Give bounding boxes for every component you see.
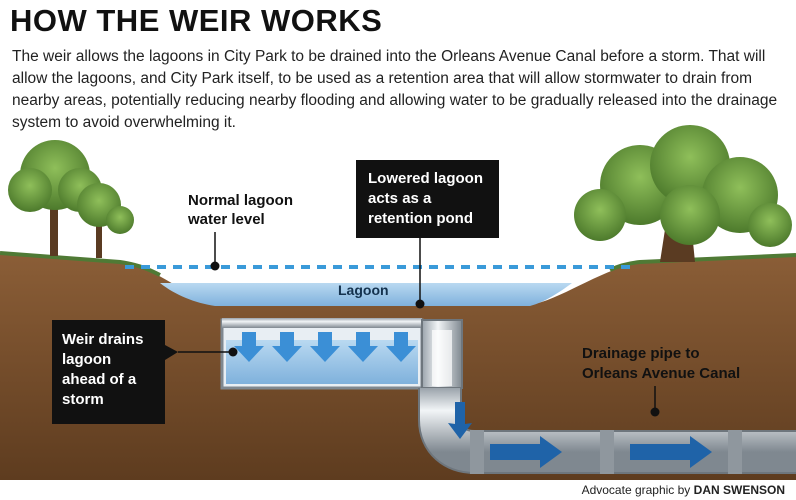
weir-line-4: storm <box>62 391 104 408</box>
normal-level-callout: Normal lagoon water level <box>187 192 297 271</box>
weir-structure <box>220 318 463 390</box>
lowered-lagoon-callout: Lowered lagoon acts as a retention pond <box>356 160 499 309</box>
credit: Advocate graphic by DAN SWENSON <box>582 483 785 497</box>
normal-level-line-2: water level <box>187 211 265 228</box>
page-title: HOW THE WEIR WORKS <box>10 3 383 38</box>
svg-text:Normal lagoon water leve: Normal lagoon water level <box>187 192 297 228</box>
svg-text:Drainage pipe to Orleans: Drainage pipe to Orleans Avenue Canal <box>582 345 740 382</box>
credit-name: DAN SWENSON <box>694 483 785 497</box>
pipe-callout: Drainage pipe to Orleans Avenue Canal <box>582 345 740 417</box>
lagoon-water <box>160 283 572 306</box>
pipe-line-1: Drainage pipe to <box>582 345 700 362</box>
normal-level-line-1: Normal lagoon <box>188 192 293 209</box>
pipe-line-2: Orleans Avenue Canal <box>582 365 740 382</box>
credit-prefix: Advocate graphic by <box>582 483 694 497</box>
weir-callout: Weir drains lagoon ahead of a storm <box>52 320 238 424</box>
lowered-line-2: acts as a <box>368 190 432 207</box>
weir-line-1: Weir drains <box>62 331 143 348</box>
svg-text:Lowered lagoon acts as a: Lowered lagoon acts as a retention pond <box>368 170 487 227</box>
tree-left <box>8 140 134 258</box>
lowered-line-1: Lowered lagoon <box>368 170 483 187</box>
weir-line-2: lagoon <box>62 351 111 368</box>
weir-line-3: ahead of a <box>62 371 137 388</box>
drainage-pipe <box>418 388 796 474</box>
tree-right <box>574 125 792 262</box>
intro-text: The weir allows the lagoons in City Park… <box>12 48 778 131</box>
svg-text:Weir drains lagoon: Weir drains lagoon ahead of a storm <box>62 331 148 408</box>
lowered-line-3: retention pond <box>368 210 473 227</box>
weir-flow-arrows <box>234 332 416 362</box>
lagoon-label: Lagoon <box>338 282 389 298</box>
